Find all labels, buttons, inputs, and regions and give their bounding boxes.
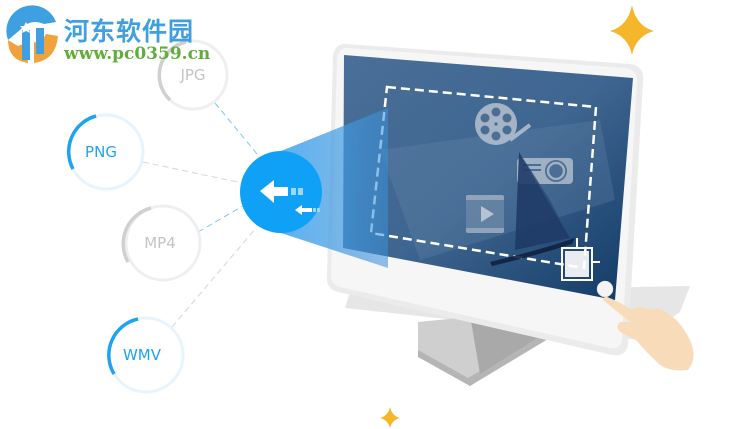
sailboat <box>490 152 575 266</box>
film-reel-icon <box>475 103 532 145</box>
format-ring-mp4 <box>121 204 202 282</box>
logo-title: 河东软件园 <box>64 17 195 46</box>
sparkle-icon <box>380 407 400 428</box>
pointing-hand-icon <box>596 280 694 371</box>
connector-lines <box>142 102 263 328</box>
resize-handle <box>561 238 600 281</box>
video-play-icon <box>466 195 504 233</box>
format-ring-wmv <box>107 316 185 394</box>
format-label-mp4[interactable]: MP4 <box>144 234 176 252</box>
format-label-png[interactable]: PNG <box>85 143 117 161</box>
projection-beam <box>281 108 388 268</box>
format-label-wmv[interactable]: WMV <box>122 346 162 364</box>
format-ring-jpg <box>157 39 229 111</box>
format-label-jpg[interactable]: JPG <box>180 66 206 84</box>
monitor <box>326 43 644 356</box>
sparkle-icon <box>610 5 654 55</box>
logo-icon <box>6 5 58 63</box>
logo-url: www.pc0359.cn <box>64 44 211 64</box>
convert-hub[interactable] <box>240 151 322 233</box>
format-ring-png <box>66 113 145 191</box>
convert-arrows-icon <box>260 180 320 215</box>
